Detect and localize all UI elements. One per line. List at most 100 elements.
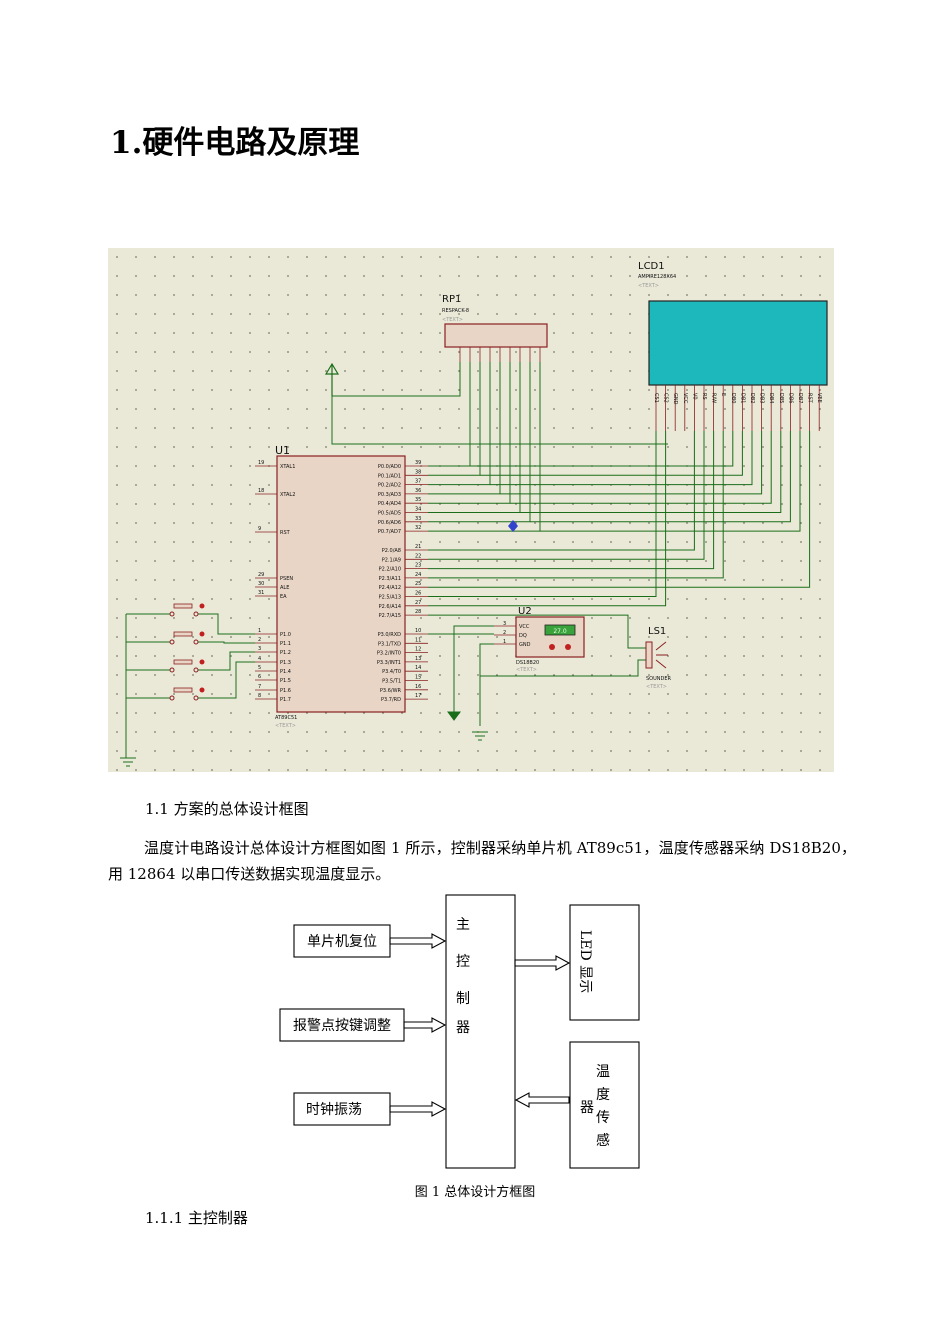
mcu-pin-name: P3.5/T1 — [382, 679, 401, 685]
mcu-pin-num: 35 — [415, 497, 421, 503]
sensor-pin-name: DQ — [519, 633, 527, 639]
sensor-char-1: 温 — [596, 1064, 610, 1080]
lcd-screen — [648, 300, 828, 386]
mcu-pin-num: 11 — [415, 637, 421, 643]
mcu-pin-name: P2.6/A14 — [379, 604, 401, 610]
mcu-pin-name: P3.4/T0 — [382, 669, 401, 675]
sensor-pin-num: 1 — [503, 639, 506, 645]
push-button — [173, 659, 193, 665]
sensor-part: DS18B20 — [516, 660, 539, 666]
mcu-pin-num: 10 — [415, 628, 421, 634]
lcd-pin-label: RST — [807, 393, 813, 404]
mcu-pin-name: P2.2/A10 — [379, 567, 401, 573]
mcu-pin-num: 29 — [258, 572, 264, 578]
mcu-pin-name: P2.4/A12 — [379, 585, 401, 591]
mcu-pin-num: 39 — [415, 460, 421, 466]
mcu-pin-num: 25 — [415, 581, 421, 587]
mcu-pin-name: P3.3/INT1 — [377, 660, 401, 666]
mcu-pin-name: P2.1/A9 — [382, 557, 401, 563]
mcu-pin-name: P1.2 — [280, 650, 291, 656]
lcd-pin-label: CS1 — [653, 393, 659, 403]
mcu-pin-name: ALE — [280, 585, 289, 591]
mcu-pin-num: 18 — [258, 488, 264, 494]
mcu-pin-name: P0.6/AD6 — [378, 520, 401, 526]
mcu-pin-num: 7 — [258, 684, 261, 690]
mcu-pin-num: 32 — [415, 525, 421, 531]
sensor-char-4: 感 — [596, 1132, 610, 1149]
mcu-pin-num: 6 — [258, 674, 261, 680]
lcd-text: <TEXT> — [638, 283, 659, 289]
push-button — [173, 687, 193, 693]
sensor-char-2: 度 — [596, 1087, 610, 1103]
mcu-pin-name: P0.0/AD0 — [378, 464, 401, 470]
mcu-pin-name: P0.2/AD2 — [378, 483, 401, 489]
mcu-pin-name: P2.5/A13 — [379, 595, 401, 601]
mcu-pin-name: RST — [280, 530, 291, 536]
mcu-pin-num: 5 — [258, 665, 261, 671]
section-heading-1-1: 1.1 方案的总体设计框图 — [145, 800, 309, 818]
lcd-pin-label: VEE — [816, 393, 822, 403]
lcd-pin-label: DB2 — [749, 393, 755, 403]
mcu-pin-num: 13 — [415, 656, 421, 662]
lcd-pin-label: DB4 — [768, 393, 774, 403]
mcu-pin-name: P0.1/AD1 — [378, 473, 401, 479]
mcu-pin-name: P1.3 — [280, 660, 291, 666]
mcu-pin-name: P3.1/TXD — [378, 641, 401, 647]
mcu-pin-num: 28 — [415, 609, 421, 615]
mcu-pin-name: P0.4/AD4 — [378, 501, 401, 507]
mcu-pin-name: EA — [280, 594, 287, 600]
main-char-1: 主 — [456, 917, 470, 933]
page-heading: 1.硬件电路及原理 — [110, 125, 360, 161]
mcu-pin-name: XTAL2 — [280, 492, 295, 498]
mcu-pin-num: 19 — [258, 460, 264, 466]
mcu-pin-num: 27 — [415, 600, 421, 606]
mcu-part: AT89C51 — [275, 715, 297, 721]
lcd-pin-label: R/W — [711, 393, 717, 403]
mcu-pin-num: 23 — [415, 563, 421, 569]
sensor-pin-name: VCC — [519, 624, 530, 630]
mcu-u1: U1 AT89C51 <TEXT> 19XTAL118XTAL29RST29PS… — [255, 444, 428, 729]
sensor-pin-num: 2 — [503, 630, 506, 636]
lcd-pin-label: CS2 — [663, 393, 669, 403]
mcu-pin-num: 36 — [415, 488, 421, 494]
lcd-pin-label: DB3 — [759, 393, 765, 403]
mcu-pin-num: 8 — [258, 693, 261, 699]
mcu-pin-num: 38 — [415, 469, 421, 475]
mcu-pin-name: P2.3/A11 — [379, 576, 401, 582]
mcu-pin-num: 22 — [415, 553, 421, 559]
buzzer-part: SOUNDER — [646, 676, 672, 682]
lcd-part: AMPIRE128X64 — [638, 274, 676, 280]
block-diagram: 单片机复位 报警点按键调整 时钟振荡 主 控 制 器 LED 显示 器 温 度 … — [278, 892, 648, 1174]
push-button — [173, 603, 193, 609]
mcu-pin-num: 17 — [415, 693, 421, 699]
sensor-reading: 27.0 — [553, 628, 567, 635]
sensor-pin-num: 3 — [503, 621, 506, 627]
sensor-char-0: 器 — [580, 1100, 594, 1116]
lcd-pin-label: E — [720, 393, 726, 396]
mcu-pin-num: 3 — [258, 646, 261, 652]
mcu-pin-name: P0.5/AD5 — [378, 511, 401, 517]
mcu-pin-name: P1.1 — [280, 641, 291, 647]
led-display-box — [569, 904, 640, 1021]
lcd-pin-label: RS — [701, 393, 707, 400]
mcu-pin-num: 16 — [415, 684, 421, 690]
mcu-pin-num: 2 — [258, 637, 261, 643]
alarm-label: 报警点按键调整 — [293, 1018, 391, 1034]
figure-caption: 图 1 总体设计方框图 — [414, 1185, 536, 1200]
mcu-pin-name: P0.3/AD3 — [378, 492, 401, 498]
lcd-pin-label: GND — [672, 393, 678, 405]
mcu-pin-num: 26 — [415, 591, 421, 597]
clock-label: 时钟振荡 — [306, 1101, 362, 1118]
sensor-char-3: 传 — [596, 1110, 610, 1126]
mcu-pin-num: 31 — [258, 590, 264, 596]
mcu-pin-num: 9 — [258, 526, 261, 532]
mcu-pin-name: P2.7/A15 — [379, 613, 401, 619]
sensor-text: <TEXT> — [516, 667, 537, 673]
lcd-pin-label: DB7 — [797, 393, 803, 403]
mcu-pin-num: 14 — [415, 665, 421, 671]
sensor-ref: U2 — [518, 606, 532, 617]
push-button — [173, 631, 193, 637]
